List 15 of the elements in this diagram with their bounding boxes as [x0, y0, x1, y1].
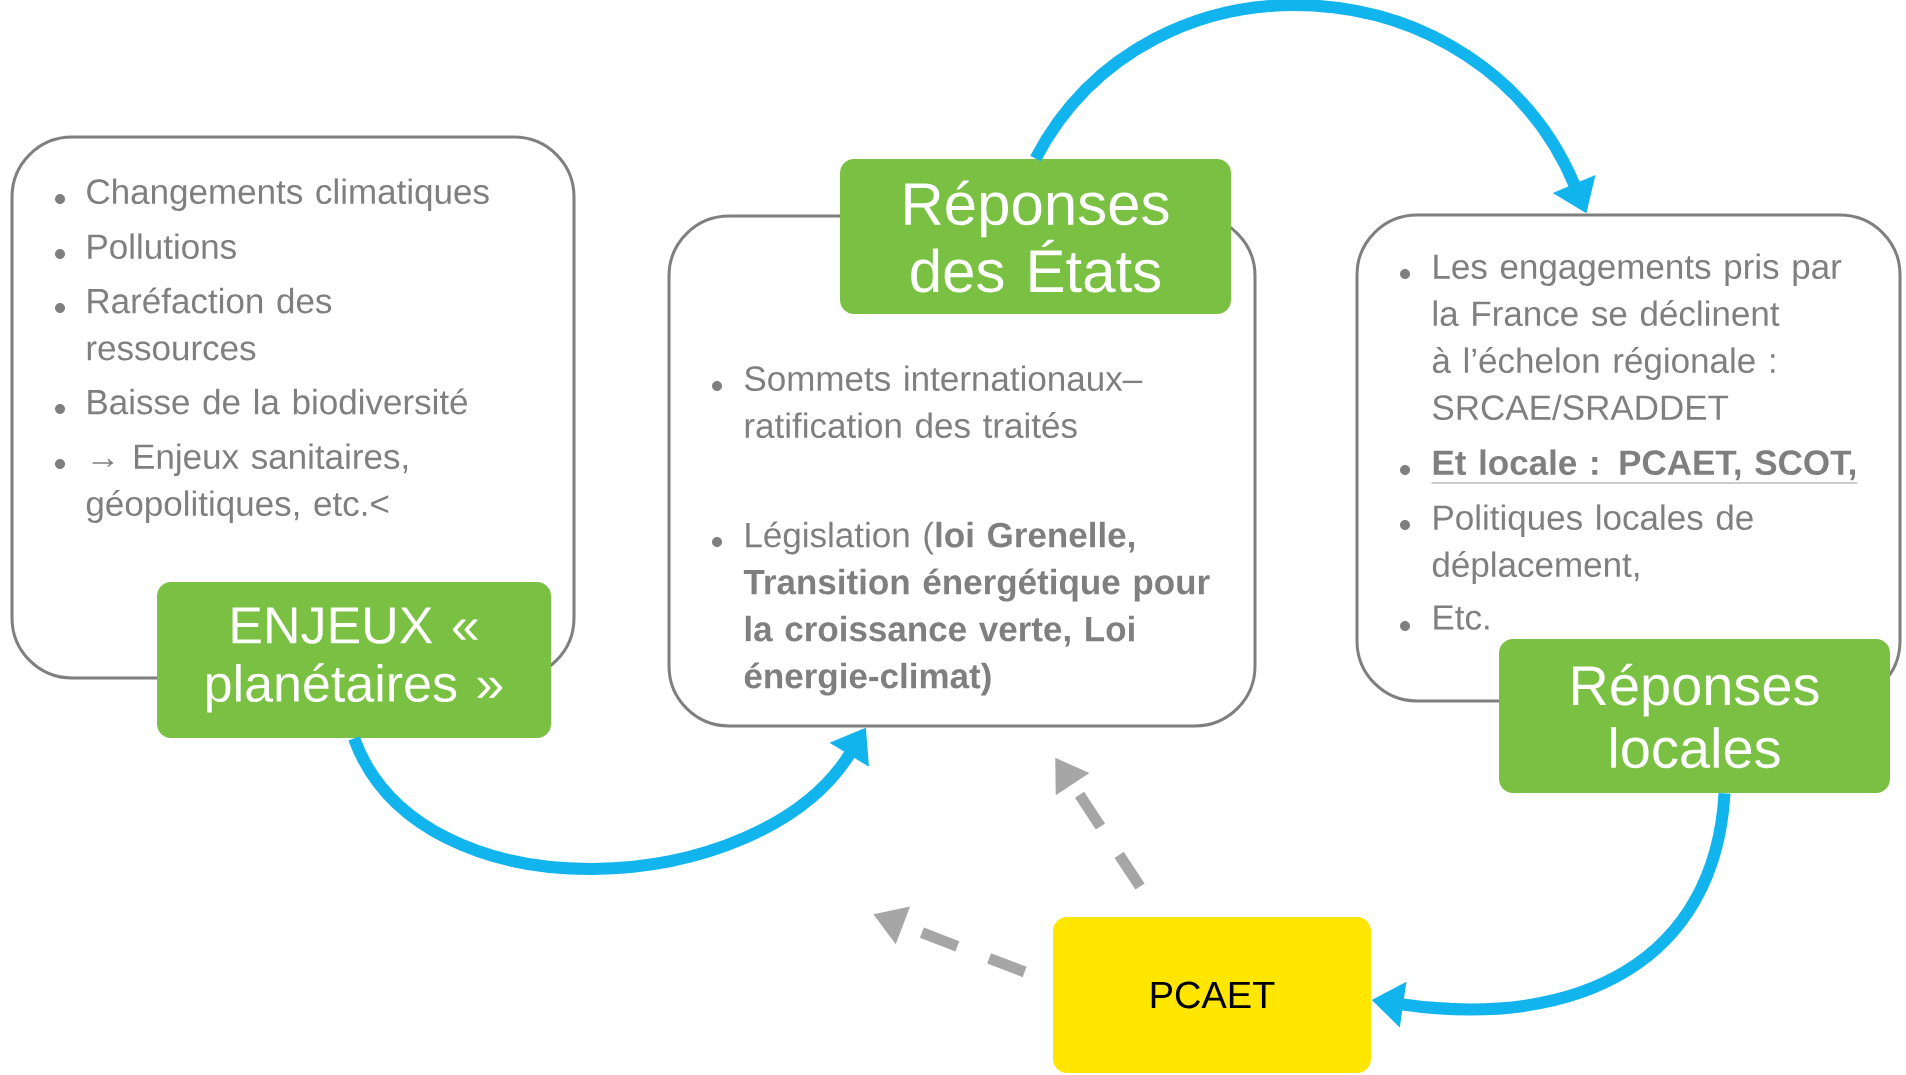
bullet-item: Raréfaction des ressources	[55, 287, 332, 361]
bullet-item: Baisse de la biodiversité	[55, 388, 467, 415]
title-box: Réponses locales	[1499, 639, 1890, 793]
bullet-item: Politiques locales de déplacement,	[1400, 504, 1753, 585]
bullet-item: Et locale : PCAET, SCOT,	[1400, 449, 1858, 484]
bullet-item: Les engagements pris par la France se déclinent à l’échelon régionale : SRCAE/SRADDET	[1400, 253, 1842, 421]
bullet-item: Changements climatiques	[55, 178, 489, 212]
bullet-item: Législation (loi Grenelle, Transition énergétique pour la croissance verte, Loi énergie-climat)	[712, 521, 1210, 696]
bullet-item: Sommets internationaux– ratification des traités	[712, 365, 1143, 439]
title-box: ENJEUX « planétaires »	[157, 582, 551, 738]
bullet-item: Etc.	[1400, 605, 1489, 631]
bullet-item: → Enjeux sanitaires, géopolitiques, etc.<	[55, 443, 408, 524]
title-box: Réponses des États	[840, 159, 1231, 314]
title-box: PCAET	[1053, 917, 1371, 1073]
bullet-item: Pollutions	[55, 233, 236, 260]
